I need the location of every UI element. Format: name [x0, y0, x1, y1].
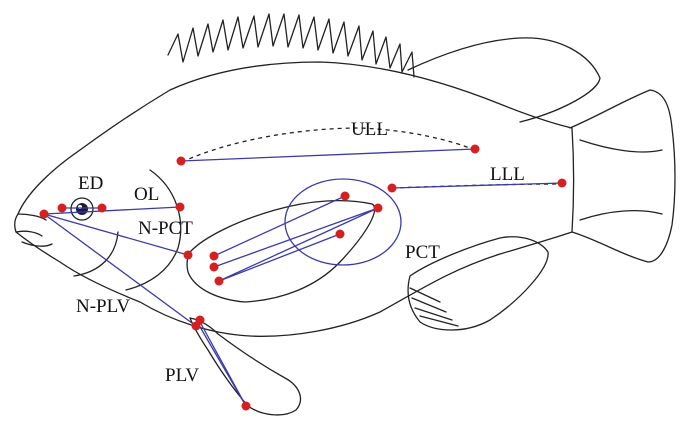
mouth: [16, 214, 52, 246]
landmark-pct-5: [210, 263, 219, 272]
landmark-pct-2: [374, 204, 383, 213]
landmark-pct-4: [210, 252, 219, 261]
landmark-plv-tip: [242, 402, 251, 411]
landmark-lll-start: [388, 184, 397, 193]
landmark-ull-start: [177, 157, 186, 166]
pectoral-fin: [187, 201, 375, 302]
landmark-pectoral-base: [184, 251, 193, 260]
landmark-plv-base-2: [196, 316, 205, 325]
label-pct: PCT: [405, 242, 440, 263]
ull-measure-line: [181, 149, 475, 161]
pct-ray-line-4: [219, 234, 340, 281]
pelvic-fin: [190, 318, 300, 415]
label-ed: ED: [78, 173, 103, 194]
landmark-lll-end: [558, 179, 567, 188]
label-n-pct: N-PCT: [138, 218, 193, 239]
landmark-snout: [40, 210, 49, 219]
lll-measure-line: [392, 183, 562, 188]
landmark-pct-3: [336, 230, 345, 239]
landmark-pct-6: [215, 277, 224, 286]
label-plv: PLV: [165, 365, 199, 386]
landmark-operculum: [176, 203, 185, 212]
landmarks: [40, 145, 567, 411]
pct-ray-line-1: [214, 196, 345, 256]
label-n-plv: N-PLV: [76, 296, 130, 317]
pct-ray-line-3: [219, 208, 378, 281]
landmark-pct-1: [341, 192, 350, 201]
pct-ray-line-2: [214, 208, 378, 267]
lateral-line-upper: [182, 128, 475, 162]
pct-region-ellipse: [285, 179, 401, 265]
label-lll: LLL: [490, 164, 525, 185]
landmark-ull-end: [471, 145, 480, 154]
dorsal-fin-soft: [408, 38, 600, 122]
fish-outline: [15, 14, 675, 415]
landmark-eye-front: [58, 204, 67, 213]
measurement-lines: [44, 149, 562, 406]
landmark-eye-back: [98, 204, 107, 213]
caudal-fin: [570, 90, 675, 262]
eye-pupil: [76, 203, 88, 215]
label-ull: ULL: [351, 119, 388, 140]
label-ol: OL: [134, 184, 159, 205]
